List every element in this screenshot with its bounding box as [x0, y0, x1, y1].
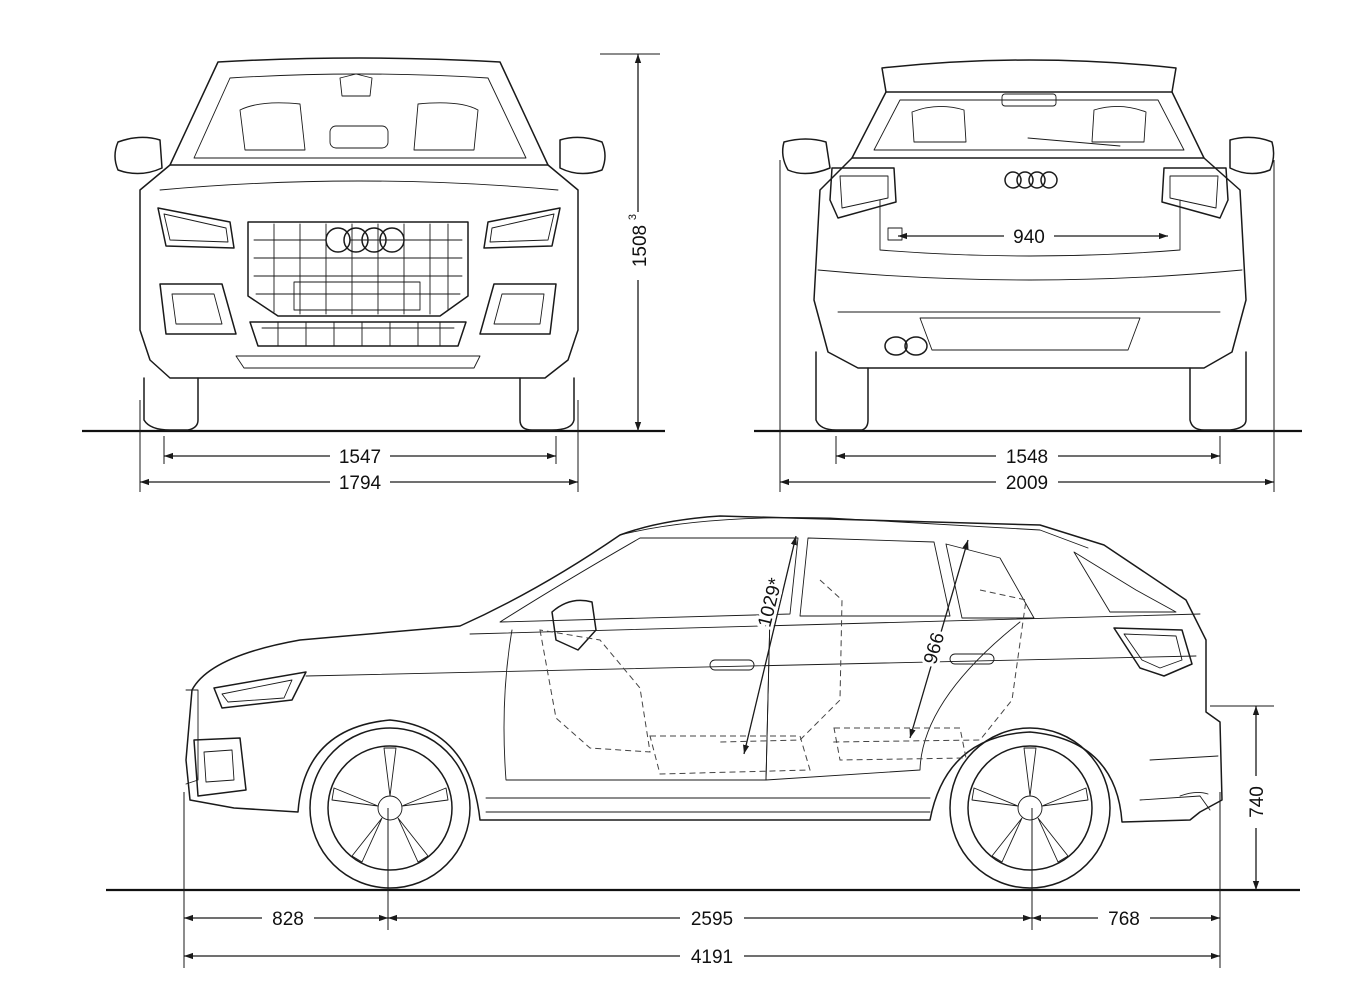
height-label: 1508 [630, 225, 651, 267]
wheelbase-label: 2595 [691, 909, 733, 930]
rear-wheel [949, 727, 1111, 889]
front-wheel [309, 727, 471, 889]
side-view [106, 515, 1300, 892]
front-view [82, 57, 665, 433]
rear-track-label: 1548 [1006, 447, 1048, 468]
dimension-labels: 1547 1794 1508 3 1548 2009 940 828 2595 … [262, 212, 1268, 968]
front-width-label: 1794 [339, 473, 382, 494]
rear-headroom-label: 966 [920, 630, 949, 666]
rear-width-label: 2009 [1006, 473, 1048, 494]
loading-width-label: 940 [1013, 227, 1045, 248]
length-label: 4191 [691, 947, 733, 968]
sill-height-label: 740 [1247, 786, 1268, 818]
front-track-label: 1547 [339, 447, 381, 468]
rear-overhang-label: 768 [1108, 909, 1140, 930]
rear-view [754, 59, 1302, 433]
front-headroom-label: 1029* [754, 575, 787, 629]
height-note-label: 3 [627, 214, 639, 220]
dimension-lines [139, 53, 1275, 968]
front-overhang-label: 828 [272, 909, 304, 930]
